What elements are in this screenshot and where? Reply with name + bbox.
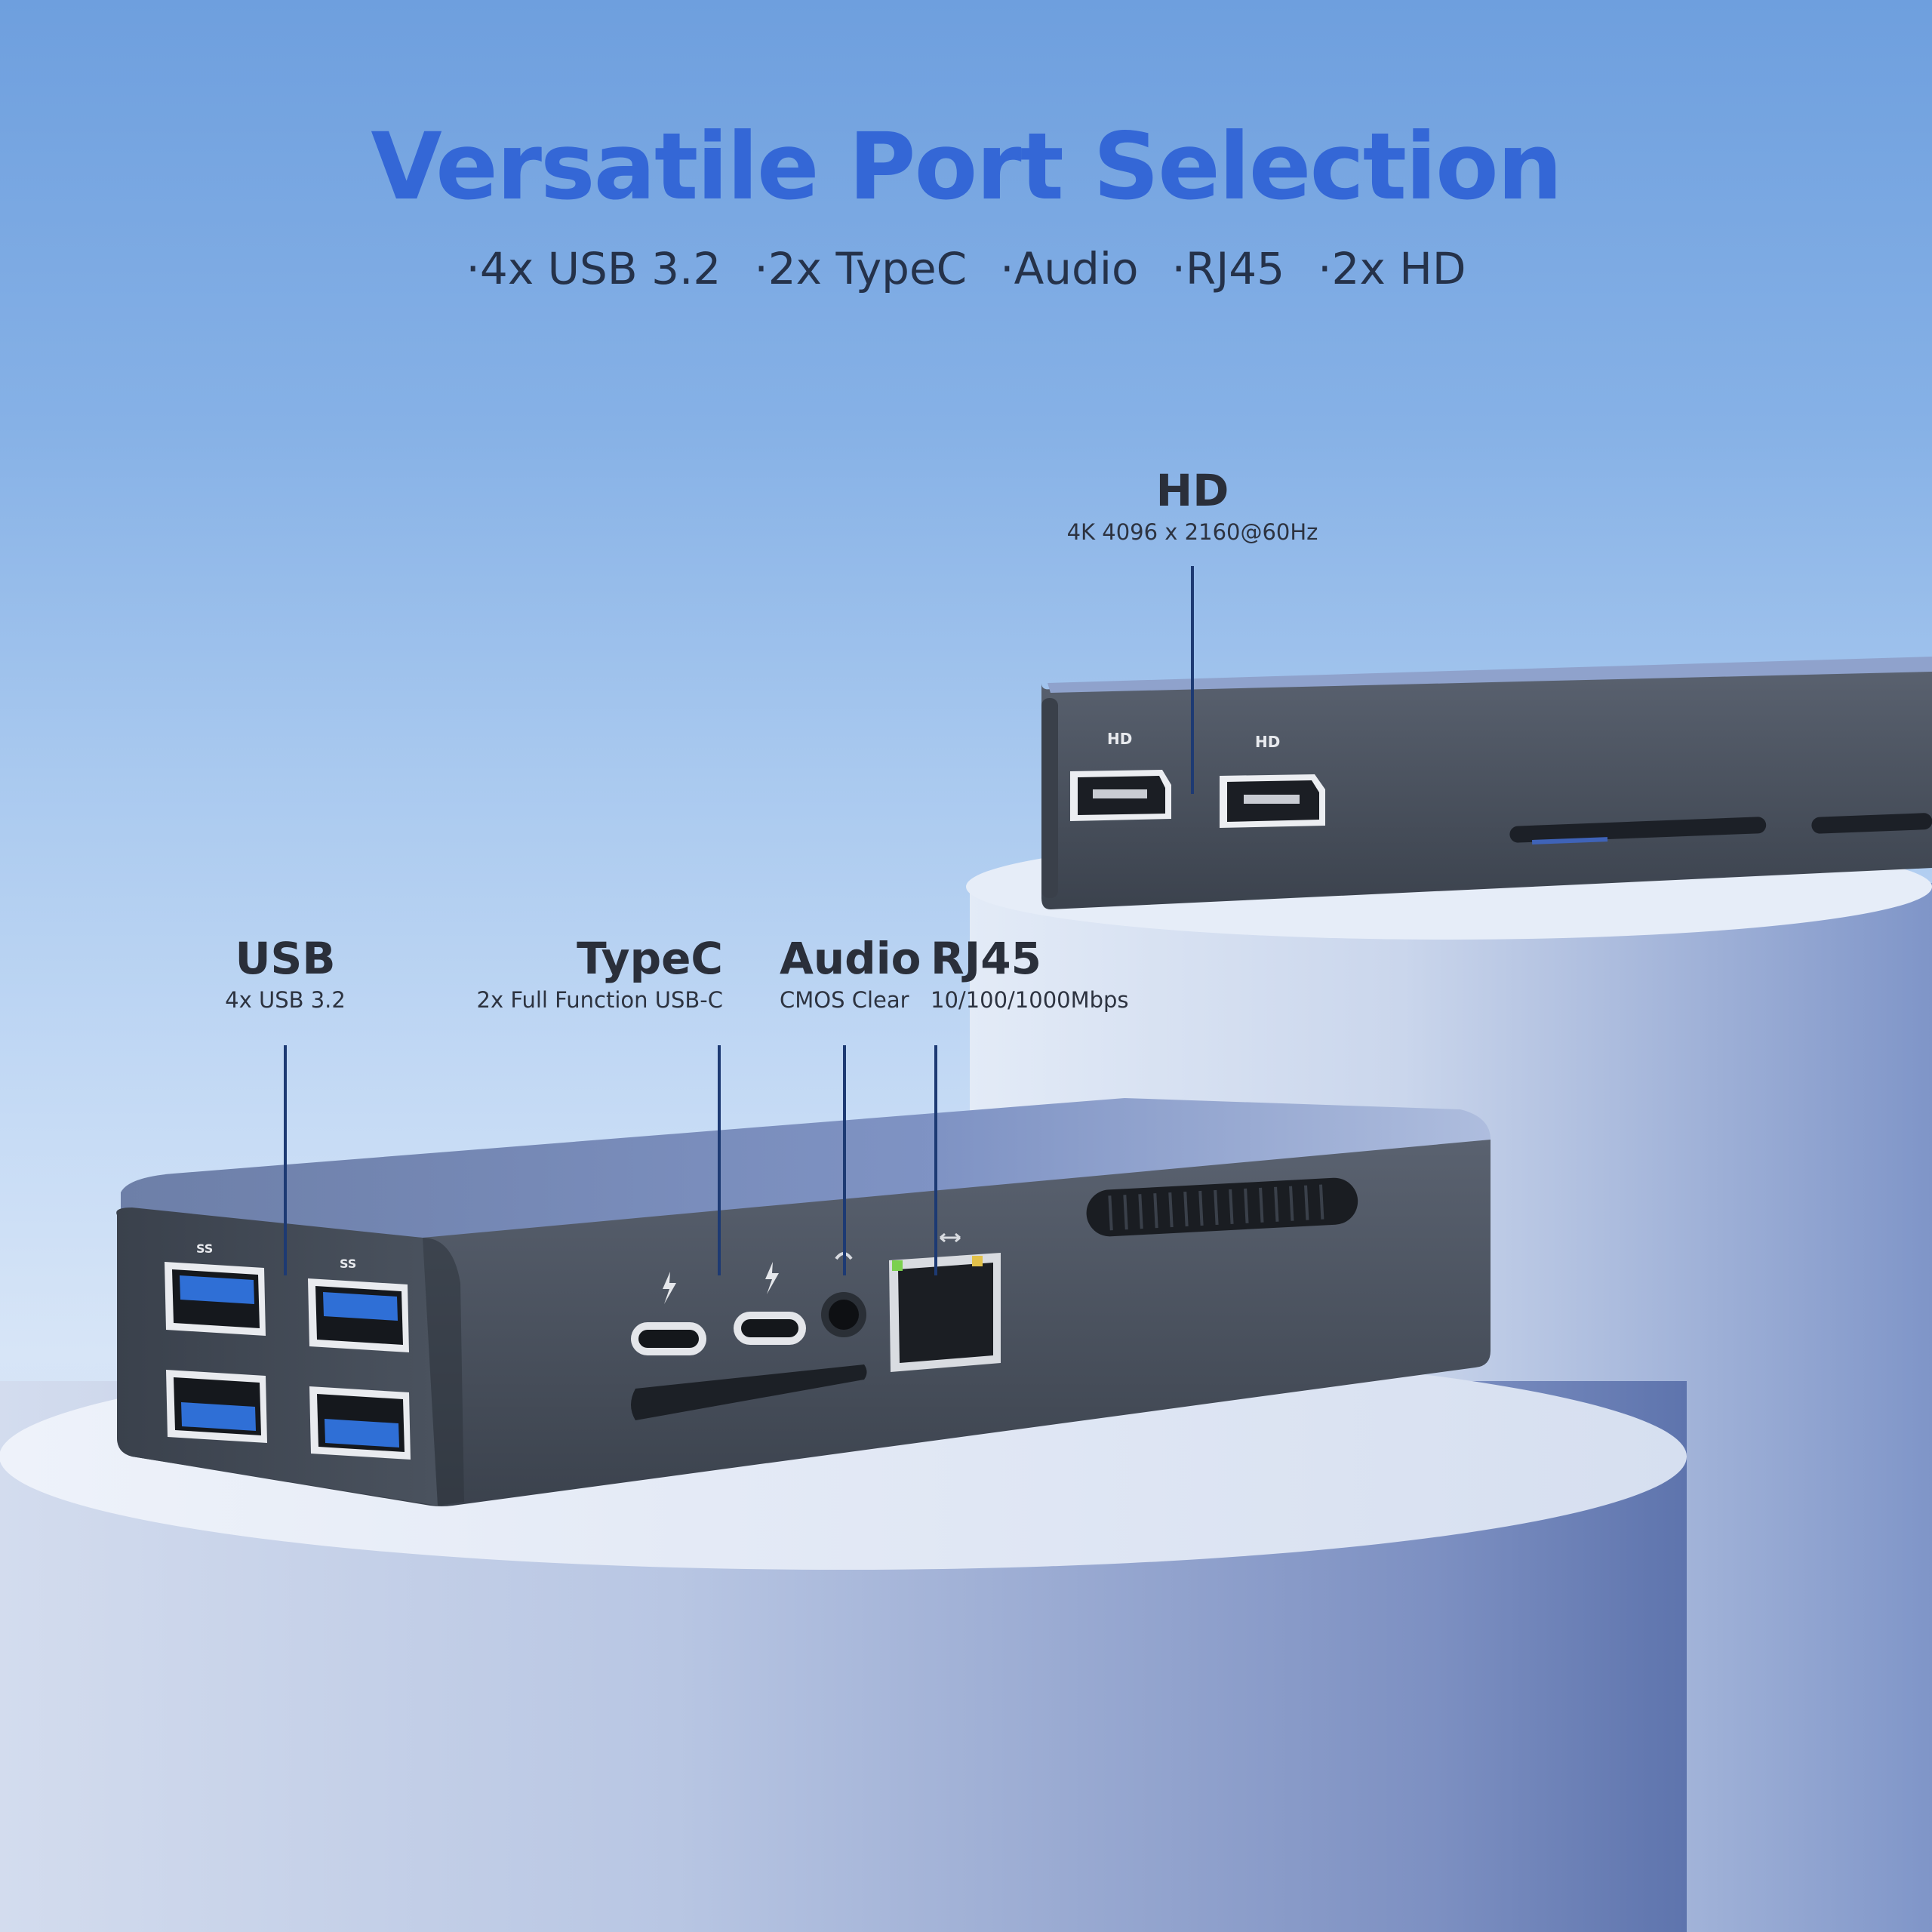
feature-audio: ·Audio <box>1000 243 1139 294</box>
hd-port-2 <box>1220 774 1325 828</box>
feature-hd: ·2x HD <box>1318 243 1466 294</box>
callout-hd: HD 4K 4096 x 2160@60Hz <box>1041 464 1343 547</box>
feature-usb: ·4x USB 3.2 <box>466 243 721 294</box>
callout-usb: USB 4x USB 3.2 <box>172 932 398 1015</box>
hd-port-label-2: HD <box>1255 733 1280 751</box>
callout-audio-title: Audio <box>780 933 921 984</box>
hub-device-front: SS SS <box>116 1098 1491 1506</box>
usb-port-1 <box>165 1262 266 1336</box>
feature-typec: ·2x TypeC <box>754 243 968 294</box>
ethernet-icon <box>940 1232 961 1243</box>
callout-hd-subtitle: 4K 4096 x 2160@60Hz <box>1066 519 1318 545</box>
callout-hd-title: HD <box>1155 465 1229 516</box>
callout-typec-title: TypeC <box>577 933 723 984</box>
thunderbolt-icon <box>765 1262 779 1294</box>
ethernet-port <box>889 1253 1001 1372</box>
hd-port-1 <box>1070 770 1171 821</box>
callout-rj45: RJ45 10/100/1000Mbps <box>931 932 1217 1015</box>
headline: Versatile Port Selection <box>371 113 1562 220</box>
usb-port-2 <box>308 1278 409 1352</box>
usb-port-4 <box>309 1386 411 1460</box>
hd-port-label-1: HD <box>1107 730 1132 748</box>
usb-port-3 <box>166 1370 267 1443</box>
callout-usb-subtitle: 4x USB 3.2 <box>225 987 346 1013</box>
usb-ss-icon: SS <box>340 1257 356 1271</box>
card-slot <box>631 1364 867 1420</box>
feature-list: ·4x USB 3.2 ·2x TypeC ·Audio ·RJ45 ·2x HD <box>0 243 1932 294</box>
callout-audio: Audio CMOS Clear <box>780 932 931 1015</box>
feature-rj45: ·RJ45 <box>1171 243 1285 294</box>
thunderbolt-icon <box>663 1272 676 1304</box>
usb-ss-icon: SS <box>196 1241 213 1256</box>
leader-lines <box>284 566 1194 1275</box>
callout-rj45-title: RJ45 <box>931 933 1041 984</box>
hub-device-back: HD HD <box>1041 657 1932 909</box>
callout-typec: TypeC 2x Full Function USB-C <box>423 932 723 1015</box>
callout-rj45-subtitle: 10/100/1000Mbps <box>931 987 1129 1013</box>
callout-usb-title: USB <box>235 933 336 984</box>
callout-audio-subtitle: CMOS Clear <box>780 987 909 1013</box>
callout-typec-subtitle: 2x Full Function USB-C <box>476 987 723 1013</box>
